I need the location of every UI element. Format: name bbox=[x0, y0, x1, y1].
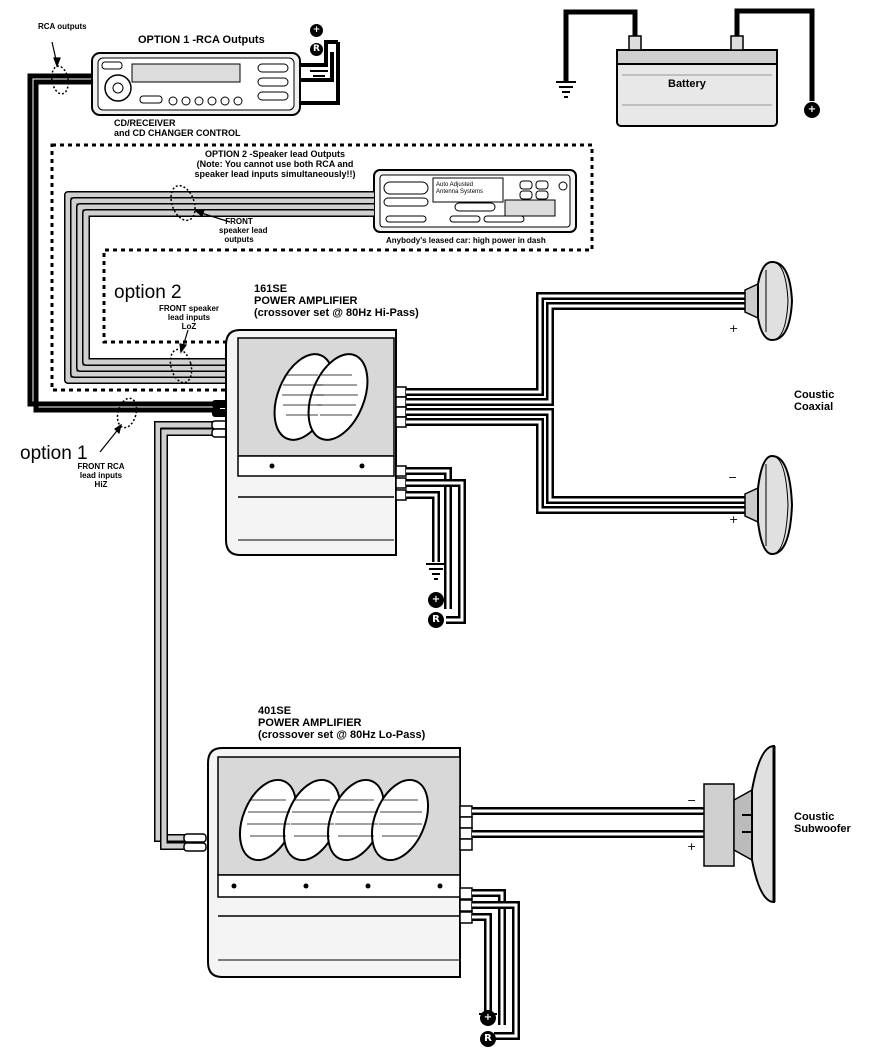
amp2-title: 401SE POWER AMPLIFIER (crossover set @ 8… bbox=[258, 705, 426, 741]
subwoofer-label: Coustic Subwoofer bbox=[794, 811, 851, 835]
sub-plus: + bbox=[687, 840, 697, 853]
subwoofer-speaker bbox=[703, 744, 776, 904]
amp2-plus-badge: + bbox=[480, 1010, 496, 1026]
amp1-terminals bbox=[395, 386, 407, 501]
amp2-terminals bbox=[459, 805, 473, 924]
battery bbox=[616, 35, 778, 127]
option1-label: option 1 bbox=[20, 443, 88, 464]
head-unit-power-wires bbox=[300, 40, 340, 105]
coax-bottom-minus: − bbox=[728, 471, 738, 484]
coaxial-label: Coustic Coaxial bbox=[794, 389, 835, 413]
subwoofer-speaker-wires bbox=[472, 807, 735, 838]
coaxial-speaker-top bbox=[744, 260, 794, 342]
battery-label: Battery bbox=[668, 78, 706, 90]
coaxial-speaker-wires bbox=[406, 292, 745, 514]
rca-outputs-label: RCA outputs bbox=[38, 22, 87, 31]
head-unit-remote-badge: R bbox=[310, 43, 323, 56]
battery-ground-wire bbox=[556, 9, 638, 98]
cd-receiver-label: CD/RECEIVER and CD CHANGER CONTROL bbox=[114, 118, 241, 138]
amp1-power-wires bbox=[406, 467, 466, 624]
amp1-vents bbox=[273, 353, 369, 441]
cd-receiver-head-unit bbox=[91, 52, 301, 116]
amp-401se bbox=[207, 747, 473, 978]
coax-top-plus: + bbox=[729, 322, 739, 335]
coaxial-speaker-bottom bbox=[744, 454, 794, 556]
subwoofer-rca-wires bbox=[154, 420, 237, 852]
head-unit-plus-badge: + bbox=[310, 24, 323, 37]
amp1-title: 161SE POWER AMPLIFIER (crossover set @ 8… bbox=[254, 283, 419, 319]
callout-arrows bbox=[51, 41, 231, 453]
front-speaker-inputs-label: FRONT speaker lead inputs LoZ bbox=[158, 304, 220, 331]
front-speaker-outputs-label: FRONT speaker lead outputs bbox=[219, 217, 268, 244]
hu2-text-line1: Auto Adjusted bbox=[436, 182, 474, 188]
speaker-lead-wires bbox=[64, 191, 374, 384]
sub-minus: − bbox=[687, 794, 697, 807]
option2-label: option 2 bbox=[114, 282, 182, 303]
leased-car-head-unit bbox=[373, 169, 577, 233]
battery-positive-wire bbox=[734, 8, 815, 101]
amp1-plus-badge: + bbox=[428, 592, 444, 608]
amp2-power-wires bbox=[472, 889, 520, 1040]
option2-title: OPTION 2 -Speaker lead Outputs (Note: Yo… bbox=[194, 149, 356, 179]
callout-ellipses bbox=[51, 65, 196, 429]
hu2-text-line2: Antenna Systems bbox=[436, 189, 484, 195]
front-rca-inputs-label: FRONT RCA lead inputs HiZ bbox=[77, 462, 125, 489]
leased-car-label: Anybody's leased car: high power in dash bbox=[386, 236, 546, 245]
option1-title: OPTION 1 -RCA Outputs bbox=[138, 34, 265, 46]
coax-bottom-plus: + bbox=[729, 513, 739, 526]
battery-plus-badge: + bbox=[804, 102, 820, 118]
amp1-remote-badge: R bbox=[428, 612, 444, 628]
option2-dashed-boundary bbox=[50, 143, 594, 392]
amp-161se bbox=[225, 329, 407, 556]
amp2-remote-badge: R bbox=[480, 1031, 496, 1047]
coax-top-minus: − bbox=[728, 286, 738, 299]
